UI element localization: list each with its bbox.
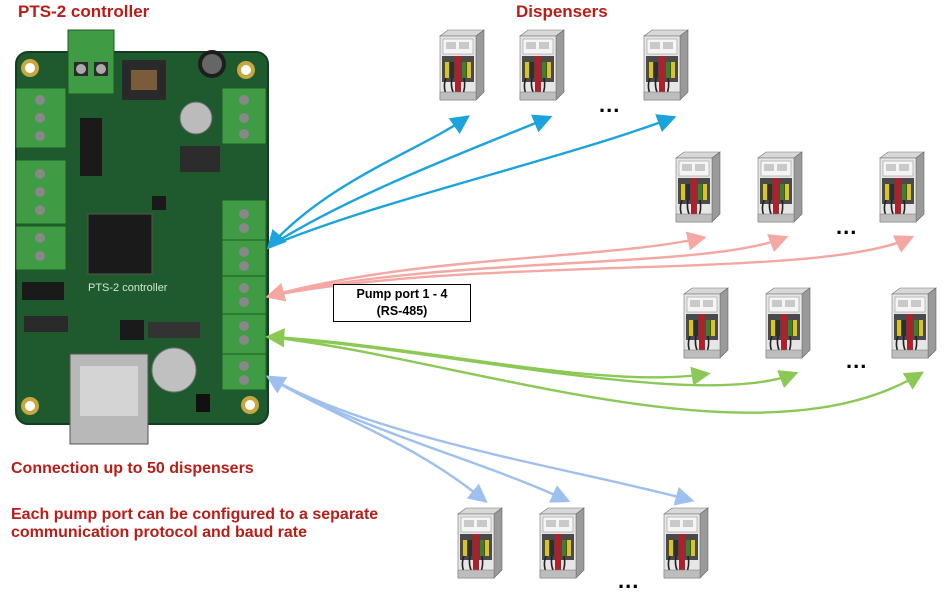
fuel-dispenser-icon — [757, 151, 803, 223]
port4-connections — [265, 375, 695, 506]
fuel-dispenser-icon — [643, 29, 689, 101]
dispenser-group-port4 — [457, 507, 709, 579]
pump-port-label: Pump port 1 - 4 (RS-485) — [333, 284, 471, 322]
pump-port-label-line2: (RS-485) — [376, 304, 428, 318]
pts2-controller-board: PTS-2 controller — [15, 29, 269, 445]
controller-title: PTS-2 controller — [18, 2, 150, 21]
connection-note: Connection up to 50 dispensers — [11, 460, 254, 477]
fuel-dispenser-icon — [519, 29, 565, 101]
fuel-dispenser-icon — [457, 507, 503, 579]
port2-connections — [265, 231, 915, 302]
dispenser-group-port2 — [675, 151, 925, 223]
dispensers-title: Dispensers — [516, 2, 608, 21]
board-silkscreen-label: PTS-2 controller — [88, 282, 168, 294]
fuel-dispenser-icon — [765, 287, 811, 359]
fuel-dispenser-icon — [439, 29, 485, 101]
fuel-dispenser-icon — [683, 287, 729, 359]
fuel-dispenser-icon — [891, 287, 937, 359]
more-dispensers-ellipsis: ... — [836, 214, 858, 239]
port1-connections — [266, 114, 677, 250]
more-dispensers-ellipsis: ... — [846, 348, 868, 373]
fuel-dispenser-icon — [663, 507, 709, 579]
config-note: Each pump port can be configured to a se… — [11, 506, 379, 541]
dispenser-group-port3 — [683, 287, 937, 359]
fuel-dispenser-icon — [539, 507, 585, 579]
more-dispensers-ellipsis: ... — [618, 568, 640, 593]
dispenser-group-port1 — [439, 29, 689, 101]
more-dispensers-ellipsis: ... — [599, 92, 621, 117]
port3-connections — [265, 328, 925, 414]
fuel-dispenser-icon — [879, 151, 925, 223]
fuel-dispenser-icon — [675, 151, 721, 223]
pump-port-label-line1: Pump port 1 - 4 — [356, 287, 448, 301]
